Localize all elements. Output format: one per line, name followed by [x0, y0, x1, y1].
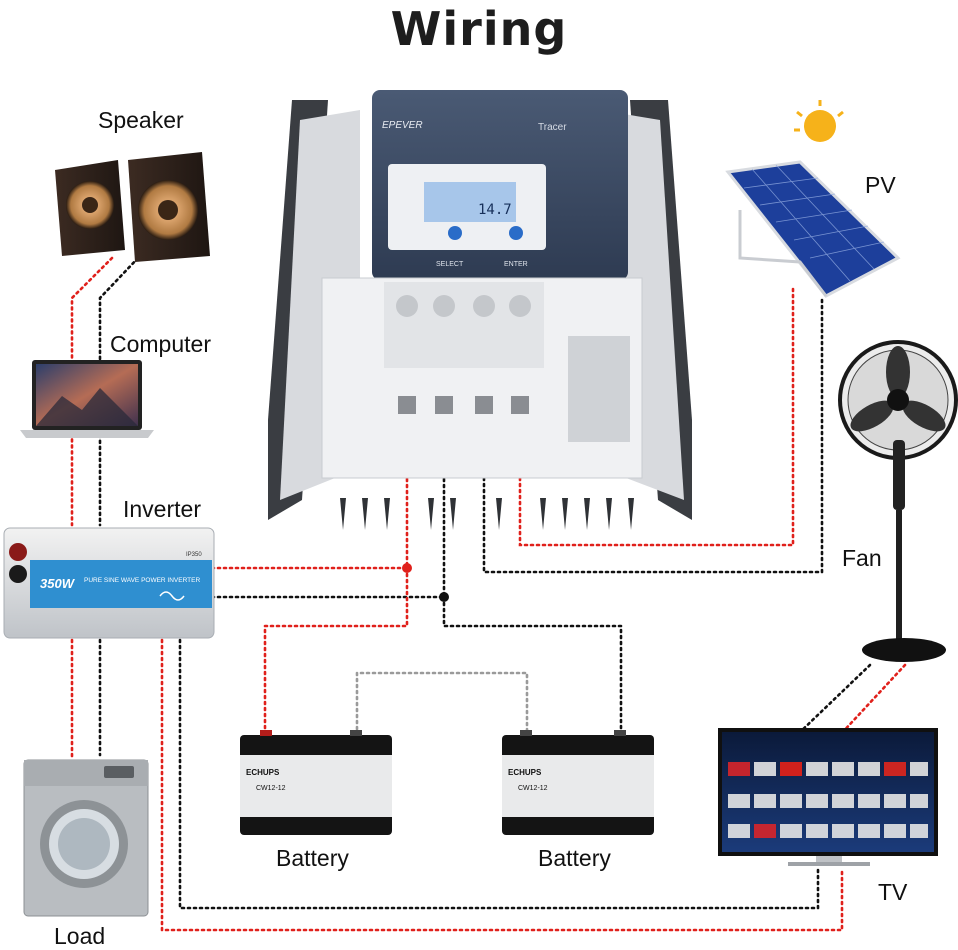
computer-image [20, 360, 154, 438]
diagram-title: Wiring [390, 2, 568, 56]
battery-left-brand: ECHUPS [246, 768, 280, 777]
computer-label: Computer [110, 331, 211, 357]
controller-lcd-reading: 14.7 [478, 202, 512, 218]
load-label: Load [54, 923, 105, 949]
battery-right-image: ECHUPS CW12-12 [502, 730, 654, 835]
speaker-inverter-black-wire [98, 256, 140, 527]
sun-icon [804, 110, 836, 142]
battery-left-model: CW12-12 [256, 785, 286, 792]
battery-positive-wire [263, 566, 409, 737]
battery-right-model: CW12-12 [518, 785, 548, 792]
fan-tv-black-wire [795, 663, 872, 737]
select-button [448, 226, 462, 240]
inverter-image: 350W PURE SINE WAVE POWER INVERTER IP350 [3, 527, 215, 639]
battery-series-link [355, 671, 529, 737]
pv-solar-panel-image [725, 100, 901, 298]
fan-image [838, 340, 958, 662]
inverter-power-text: 350W [40, 576, 76, 591]
positive-junction-dot [402, 563, 412, 573]
fan-label: Fan [842, 545, 882, 571]
inverter-model-text: IP350 [186, 552, 202, 558]
pv-negative-wire [482, 294, 824, 574]
battery-right-brand: ECHUPS [508, 768, 542, 777]
wires [70, 256, 907, 932]
speaker-inverter-red-wire [70, 256, 114, 527]
fan-tv-red-wire [838, 663, 907, 737]
inverter-tv-red-wire [160, 638, 844, 932]
pv-label: PV [865, 172, 896, 198]
tv-label: TV [878, 879, 908, 905]
battery-negative-wire [442, 595, 623, 737]
enter-button [509, 226, 523, 240]
battery-left-label: Battery [276, 845, 349, 871]
select-button-label: SELECT [436, 261, 464, 268]
inverter-tv-black-wire [178, 638, 820, 910]
inverter-description-text: PURE SINE WAVE POWER INVERTER [84, 577, 200, 584]
negative-junction-dot [439, 592, 449, 602]
enter-button-label: ENTER [504, 261, 528, 268]
battery-left-image: ECHUPS CW12-12 [240, 730, 392, 835]
controller-brand-text: EPEVER [382, 120, 423, 131]
load-washing-machine-image [23, 759, 149, 917]
speaker-label: Speaker [98, 107, 184, 133]
inverter-label: Inverter [123, 496, 201, 522]
battery-right-label: Battery [538, 845, 611, 871]
tv-image [718, 728, 938, 866]
controller-model-text: Tracer [538, 122, 567, 133]
speaker-image [55, 152, 210, 262]
solar-charge-controller: EPEVER Tracer 14.7 SELECT ENTER [268, 90, 692, 530]
